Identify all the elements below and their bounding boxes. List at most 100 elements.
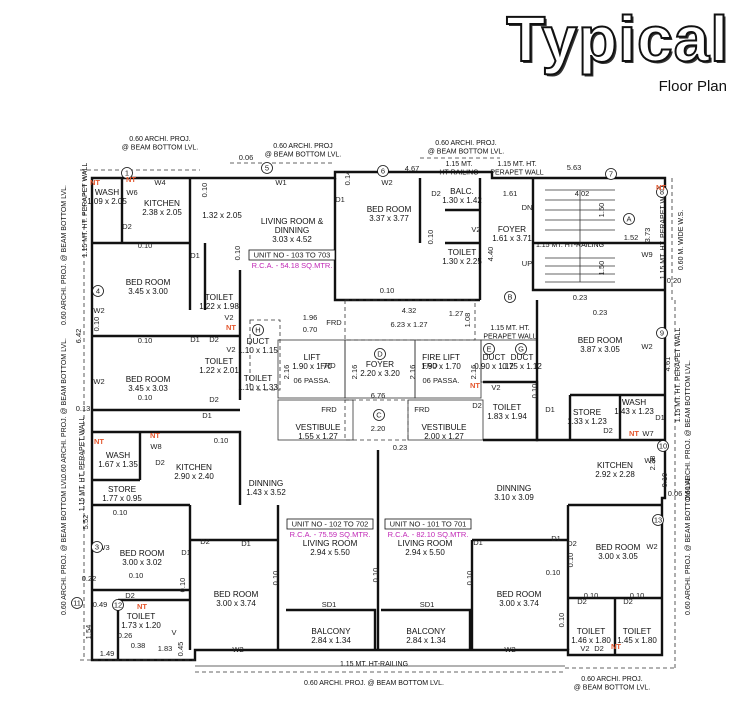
note-perapet-top: 1.15 MT. HT.PERAPET WALL <box>490 161 543 177</box>
opening-tag: D1 <box>202 411 212 420</box>
room-name: TOILET <box>448 248 477 257</box>
marker-number: 6 <box>381 167 385 176</box>
room-name: WASH <box>95 188 119 197</box>
room-dims: 2.94 x 5.50 <box>310 548 350 557</box>
dimension-label: 2.16 <box>282 365 291 380</box>
unit-label-frame <box>286 518 374 530</box>
marker-number: 8 <box>660 188 664 197</box>
letter-text: B <box>507 293 512 302</box>
grid-marker: 10 <box>657 440 669 452</box>
side-note-right-ws: 0.60 M. WIDE W.S. <box>678 210 685 270</box>
opening-tag: W2 <box>93 377 104 386</box>
room-dims: 1.10 x 1.33 <box>238 383 278 392</box>
dimension-label: 6.76 <box>371 391 386 400</box>
side-note-left-proj-3: 0.60 ARCHI. PROJ. @ BEAM BOTTOM LVL. <box>61 475 68 615</box>
note-line: 0.60 ARCHI. PROJ. <box>435 140 497 147</box>
marker-number: 7 <box>609 170 613 179</box>
page-subtitle: Floor Plan <box>658 78 727 95</box>
unit-rca: R.C.A. - 75.59 SQ.MTR. <box>290 530 371 539</box>
opening-tag: D1 <box>335 195 345 204</box>
room-name: BED ROOM <box>126 375 171 384</box>
letter-marker: A <box>623 213 635 225</box>
opening-tag: D1 <box>473 538 483 547</box>
room-name: BED ROOM <box>497 590 542 599</box>
grid-marker: 4 <box>92 285 104 297</box>
room-name: TOILET <box>244 374 273 383</box>
room-dims: 3.10 x 3.09 <box>494 493 534 502</box>
dimension-label: 0.45 <box>176 642 185 657</box>
note-top-proj-3: 0.60 ARCHI. PROJ.@ BEAM BOTTOM LVL. <box>428 140 505 156</box>
note-line: 1.15 MT. HT-RAILING <box>536 242 604 249</box>
walls <box>80 157 676 673</box>
opening-tag: W2 <box>504 645 515 654</box>
room-dims: 2.20 x 3.20 <box>360 369 400 378</box>
note-line: 0.60 ARCHI. PROJ <box>273 143 333 150</box>
marker-number: 10 <box>659 442 667 451</box>
note-line: @ BEAM BOTTOM LVL. <box>122 145 199 152</box>
opening-tag: W7 <box>642 429 653 438</box>
dimension-label: 1.83 <box>158 644 173 653</box>
nt-mark: NT <box>656 183 666 192</box>
side-note-left-perapet-1: 1.15 MT. HT. PERAPET WALL <box>82 163 89 258</box>
dimension-label: 0.10 <box>214 436 229 445</box>
letter-circle <box>483 343 495 355</box>
room-name: TOILET <box>623 627 652 636</box>
dimension-label: 1.61 <box>503 189 518 198</box>
room-dims: 1.09 x 2.05 <box>87 197 127 206</box>
nt-mark: NT <box>137 602 147 611</box>
opening-tag: D2 <box>594 644 604 653</box>
letter-marker: C <box>373 409 385 421</box>
room-name: DUCT <box>483 353 506 362</box>
room-dims: 1.30 x 2.25 <box>442 257 482 266</box>
opening-tag: D2 <box>209 395 219 404</box>
opening-tag: W4 <box>154 178 165 187</box>
room-dims: 3.03 x 4.52 <box>272 235 312 244</box>
dimension-label: 0.10 <box>138 241 153 250</box>
grid-marker: 3 <box>91 541 103 553</box>
opening-tag: W8 <box>150 442 161 451</box>
dimension-label: 2.16 <box>469 365 478 380</box>
opening-tag: D2 <box>431 189 441 198</box>
room-dims: 1.43 x 3.52 <box>246 488 286 497</box>
room-dims: 3.00 x 3.74 <box>499 599 539 608</box>
room-dims: 1.77 x 0.95 <box>102 494 142 503</box>
dimension-label: 0.10 <box>113 508 128 517</box>
note-bot-proj-1: 0.60 ARCHI. PROJ. @ BEAM BOTTOM LVL. <box>304 680 444 687</box>
marker-circle <box>121 167 133 179</box>
opening-tag: D1 <box>545 405 555 414</box>
page-title: Typical <box>505 2 729 76</box>
opening-tag: W2 <box>232 645 243 654</box>
marker-number: 4 <box>96 287 100 296</box>
unit-rca: R.C.A. - 82.10 SQ.MTR. <box>388 530 469 539</box>
dimension-label: 5.52 <box>81 515 90 530</box>
room-name: TOILET <box>205 293 234 302</box>
letter-marker: B <box>504 291 516 303</box>
room-name: DINNING <box>249 479 284 488</box>
note-top-proj-1: 0.60 ARCHI. PROJ.@ BEAM BOTTOM LVL. <box>122 136 199 152</box>
dimension-label: 0.10 <box>380 286 395 295</box>
dimension-label: 0.10 <box>557 613 566 628</box>
opening-tag: D1 <box>190 335 200 344</box>
room-dims: 1.10 x 1.15 <box>238 346 278 355</box>
letter-text: H <box>255 326 260 335</box>
grid-marker: 13 <box>652 514 664 526</box>
room-name-line2: DINNING <box>275 226 310 235</box>
marker-number: 13 <box>654 516 662 525</box>
